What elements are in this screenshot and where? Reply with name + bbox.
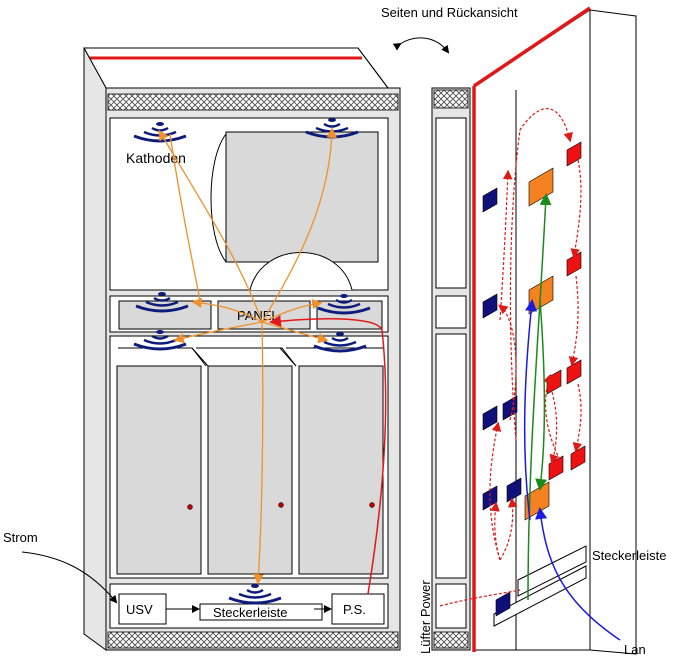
power-in-label: Strom <box>3 530 38 545</box>
ir-sensor-icon <box>135 292 189 313</box>
orange-link <box>191 297 263 323</box>
red-dashed-link <box>439 589 521 607</box>
red-dashed-link <box>489 421 502 561</box>
red-power-link <box>269 315 387 595</box>
panel-right-tray <box>316 300 383 330</box>
red-dashed-link <box>499 497 518 561</box>
storage-shelf-slants <box>191 347 297 367</box>
fan-power-label: Lüfter Power <box>418 580 433 654</box>
navy-connector <box>506 477 522 503</box>
rear-power-strip-label: Steckerleiste <box>592 548 666 563</box>
navy-connector <box>482 187 498 213</box>
orange-link <box>261 127 337 323</box>
door-knob-1 <box>187 504 193 510</box>
ups-label: USV <box>126 602 153 617</box>
rear-bottom-grille <box>433 631 469 649</box>
green-link <box>527 193 552 601</box>
monitor-stand <box>249 252 353 291</box>
door-knob-3 <box>369 502 375 508</box>
orange-link <box>173 321 263 344</box>
monitor-back-curve <box>210 133 227 263</box>
red-dashed-link <box>499 169 513 321</box>
rotation-arrow-icon <box>392 37 450 54</box>
red-dashed-link <box>490 501 501 561</box>
cabinet-left-side <box>83 47 107 651</box>
red-dashed-link <box>572 383 583 453</box>
storage-door-2 <box>207 365 293 575</box>
power-in-arrow <box>21 551 118 604</box>
power-supply-label: P.S. <box>343 602 366 617</box>
rear-power-strip-base <box>493 565 587 627</box>
orange-link <box>169 133 201 301</box>
lan-label: Lan <box>624 642 646 657</box>
navy-connector <box>495 591 511 617</box>
red-dashed-link <box>570 159 582 259</box>
blue-lan-link <box>523 299 538 521</box>
navy-connector <box>482 293 498 319</box>
rear-top-grille <box>433 89 469 109</box>
rear-edge-panel-slot <box>435 295 467 329</box>
rear-edge-lower-panel <box>435 333 467 579</box>
green-link <box>535 299 548 491</box>
cathodes-label: Kathoden <box>126 150 186 166</box>
navy-connector <box>502 395 518 421</box>
storage-door-3 <box>298 365 384 575</box>
blue-lan-link <box>535 507 621 641</box>
orange-link <box>253 321 264 585</box>
ir-sensor-icon <box>317 294 371 315</box>
red-dashed-link <box>498 304 517 421</box>
ir-sensor-icon <box>133 330 187 351</box>
side-rear-view-title: Seiten und Rückansicht <box>381 5 518 20</box>
front-bottom-grille <box>107 631 399 649</box>
power-strip-label: Steckerleiste <box>213 605 287 620</box>
storage-door-1 <box>116 365 202 575</box>
monitor-screen <box>225 131 379 263</box>
orange-link <box>158 129 263 323</box>
red-connector <box>566 141 582 167</box>
cabinet-top <box>83 47 389 89</box>
rear-power-strip <box>517 545 587 597</box>
panel-center-tray <box>217 300 311 330</box>
red-dashed-link <box>509 108 573 441</box>
rear-red-edge-top <box>473 6 591 88</box>
orange-router <box>528 167 554 207</box>
ir-sensor-icon <box>228 584 282 605</box>
rear-edge-upper-panel <box>435 117 467 289</box>
front-top-grille <box>107 93 399 111</box>
red-dashed-link <box>549 391 559 465</box>
door-knob-2 <box>278 502 284 508</box>
red-dashed-link <box>568 275 579 367</box>
front-cabinet: PANEL USV Steckerleiste P.S. <box>83 47 401 651</box>
power-supply-box <box>331 593 385 625</box>
rear-wiring <box>439 108 621 641</box>
orange-link <box>261 299 323 323</box>
